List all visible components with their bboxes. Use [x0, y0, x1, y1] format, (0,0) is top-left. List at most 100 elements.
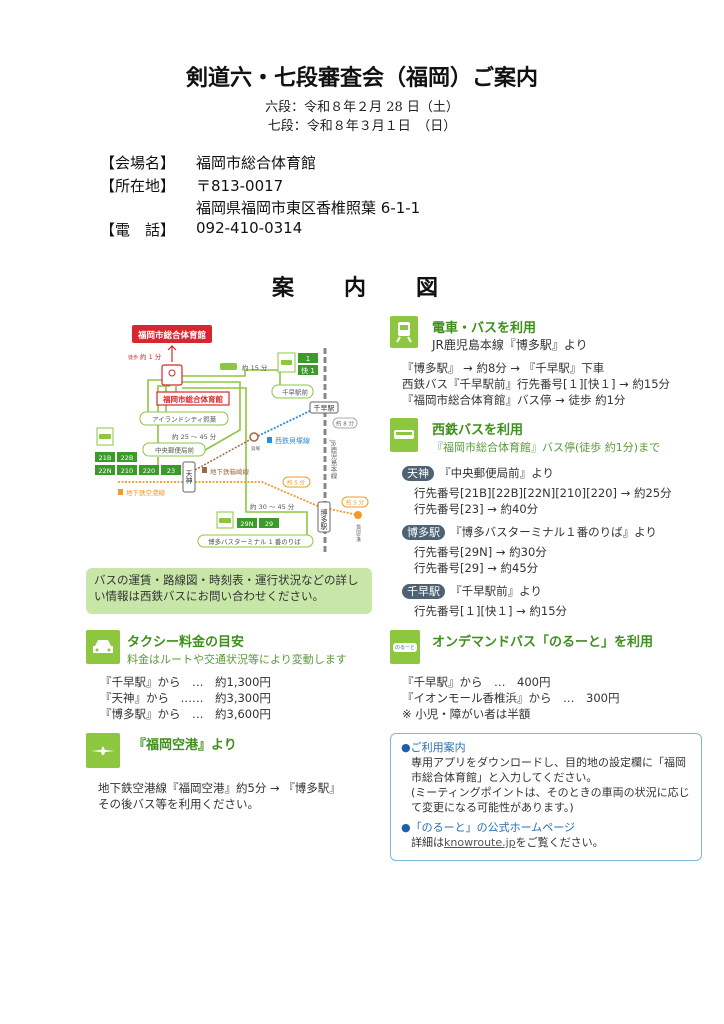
taxi-title: タクシー料金の目安	[127, 635, 245, 650]
chuo-label: 中央郵便局前	[155, 446, 195, 455]
info-body-note: (ミーティングポイントは、そのときの車両の状況に応じて変更になる可能性があります…	[411, 786, 690, 814]
tenjin-bus-numbers: 21B 22B 22N 210 220 23	[95, 452, 181, 475]
destination-box	[132, 325, 212, 343]
hakozaki-line	[194, 437, 254, 471]
knowroute-link[interactable]: knowroute.jp	[444, 836, 516, 849]
kaizuka-label: 貝塚	[251, 445, 260, 452]
bus-icon	[220, 363, 237, 370]
walk-time: 約 1 分	[140, 352, 162, 361]
min8-label: 約 8 分	[336, 420, 354, 428]
map-heading: 案 内 図	[271, 276, 452, 301]
island-city-label: アイランドシティ照葉	[152, 415, 217, 424]
airport-line: 地下鉄空港線『福岡空港』約5分 → 『博多駅』	[98, 781, 341, 795]
bullet-icon: ●	[401, 821, 411, 834]
origin-stop: 『千早駅前』より	[450, 584, 542, 598]
noruto-line: 『イオンモール香椎浜』から … 300円	[402, 691, 620, 705]
kaizuka-line-label: 西鉄貝塚線	[275, 436, 310, 445]
chihaya-station-label: 千早駅	[314, 404, 335, 413]
stop-bubble	[271, 384, 314, 399]
venue-name-label: 【会場名】	[100, 154, 176, 172]
noruto-info-box: ●ご利用案内 専用アプリをダウンロードし、目的地の設定欄に「福岡市総合体育館」と…	[390, 733, 702, 861]
noruto-icon-text: のるーと	[392, 642, 417, 652]
min5-label: 約 5 分	[346, 499, 364, 507]
noruto-line: ※ 小児・障がい者は半額	[402, 707, 531, 721]
bus-routes	[147, 369, 308, 535]
origin-badge-tenjin: 天神	[402, 466, 434, 481]
bus-number: 22N	[98, 467, 111, 475]
address: 福岡県福岡市東区香椎照葉 6-1-1	[196, 199, 421, 217]
airport-line: その後バス等を利用ください。	[98, 797, 259, 811]
info-heading: ご利用案内	[410, 741, 466, 754]
bus-number: 210	[121, 467, 133, 475]
noruto-line: 『千早駅』から … 400円	[402, 675, 551, 689]
noruto-bus-icon: のるーと	[390, 630, 420, 664]
tenjin-label: 天神	[185, 470, 193, 485]
origin-stop: 『博多バスターミナル１番のりば』より	[450, 525, 657, 539]
bus-number: 21B	[99, 454, 112, 462]
bullet-icon: ●	[401, 741, 411, 754]
airport-station-icon	[354, 511, 362, 519]
taxi-icon	[86, 630, 120, 664]
bus-route-line: 行先番号[23] → 約40分	[414, 502, 539, 516]
date-6dan: 六段：令和８年２月 28 日（土）	[265, 100, 459, 115]
date-7dan: 七段：令和８年３月１日 （日）	[267, 119, 457, 134]
arrow-up-icon	[167, 345, 177, 362]
bus-info-note: バスの運賃・路線図・時刻表・運行状況などの詳しい情報は西鉄バスにお問い合わせくだ…	[86, 568, 372, 614]
bus-route-line: 行先番号[29N] → 約30分	[414, 545, 547, 559]
bus-number: 22B	[121, 454, 134, 462]
route-map: 福岡市総合体育館 徒歩 約 1 分 福岡市総合体育館 約 15 分 1 快 1 …	[95, 325, 369, 552]
destination-label: 福岡市総合体育館	[137, 330, 207, 341]
hakata-terminal-label: 博多バスターミナル 1 番のりば	[208, 537, 301, 546]
stop-bubble	[142, 442, 206, 457]
hakozaki-label: 地下鉄箱崎線	[210, 467, 250, 476]
route25-45-label: 約 25 〜 45 分	[172, 432, 217, 441]
hakata-label: 博多駅	[320, 508, 328, 531]
bus-number: 220	[143, 467, 155, 475]
bus-icon	[390, 418, 418, 452]
origin-badge-hakata: 博多駅	[402, 525, 445, 540]
train-line: 『福岡市総合体育館』バス停 → 徒歩 約1分	[402, 393, 626, 407]
airport-line-label: 地下鉄空港線	[126, 488, 166, 497]
train-line: 『博多駅』 → 約8分 → 『千早駅』下車	[402, 361, 605, 375]
station-box	[317, 501, 331, 533]
airplane-icon	[86, 733, 120, 768]
address-label: 【所在地】	[100, 177, 176, 195]
bus-number: 1	[306, 355, 310, 363]
airport-title: 『福岡空港』より	[133, 738, 237, 753]
airport-label: 福岡空港	[356, 523, 361, 544]
route15-label: 約 15 分	[242, 363, 268, 372]
info-heading: 「のるーと」の公式ホームページ	[410, 821, 576, 834]
info-body: 専用アプリをダウンロードし、目的地の設定欄に「福岡市総合体育館」と入力してくださ…	[411, 756, 686, 784]
kaizuka-line	[257, 409, 313, 437]
nishitetsu-title: 西鉄バスを利用	[432, 423, 524, 438]
taxi-line: 『博多駅』から … 約3,600円	[100, 707, 271, 721]
origin-stop: 『中央郵便局前』より	[439, 466, 554, 480]
route30-45-label: 約 30 〜 45 分	[250, 502, 295, 511]
station-icon	[249, 432, 259, 442]
nishitetsu-subtitle: 『福岡市総合体育館』バス停(徒歩 約1分)まで	[432, 441, 661, 454]
stop-bubble	[139, 411, 229, 426]
bus-route-line: 行先番号[１][快１] → 約15分	[414, 604, 568, 618]
bus-number: 29N	[240, 520, 253, 528]
train-line: 西鉄バス『千早駅前』行先番号[１][快１] → 約15分	[402, 377, 671, 391]
phone: 092-410-0314	[196, 219, 303, 237]
bus-stop-icon	[161, 364, 183, 386]
origin-badge-chihaya: 千早駅	[402, 584, 445, 599]
info-text: をご覧ください。	[515, 836, 604, 849]
chihaya-mae-label: 千早駅前	[282, 388, 309, 397]
stop-label: 福岡市総合体育館	[162, 394, 223, 404]
taxi-line: 『千早駅』から … 約1,300円	[100, 675, 271, 689]
walk-label: 徒歩	[128, 354, 138, 361]
bus-number: 23	[167, 467, 175, 475]
station-box	[309, 401, 339, 414]
noruto-title: オンデマンドバス「のるーと」を利用	[432, 635, 654, 650]
train-title: 電車・バスを利用	[432, 321, 537, 336]
taxi-line: 『天神』から …… 約3,300円	[100, 691, 271, 705]
stop-bubble	[197, 534, 314, 548]
postal-code: 〒813-0017	[196, 177, 284, 195]
bus-route-line: 行先番号[21B][22B][22N][210][220] → 約25分	[414, 486, 672, 500]
bus-route-line: 行先番号[29] → 約45分	[414, 561, 539, 575]
train-subtitle: JR鹿児島本線『博多駅』より	[432, 338, 588, 352]
station-box	[182, 461, 196, 493]
train-icon	[390, 316, 418, 348]
